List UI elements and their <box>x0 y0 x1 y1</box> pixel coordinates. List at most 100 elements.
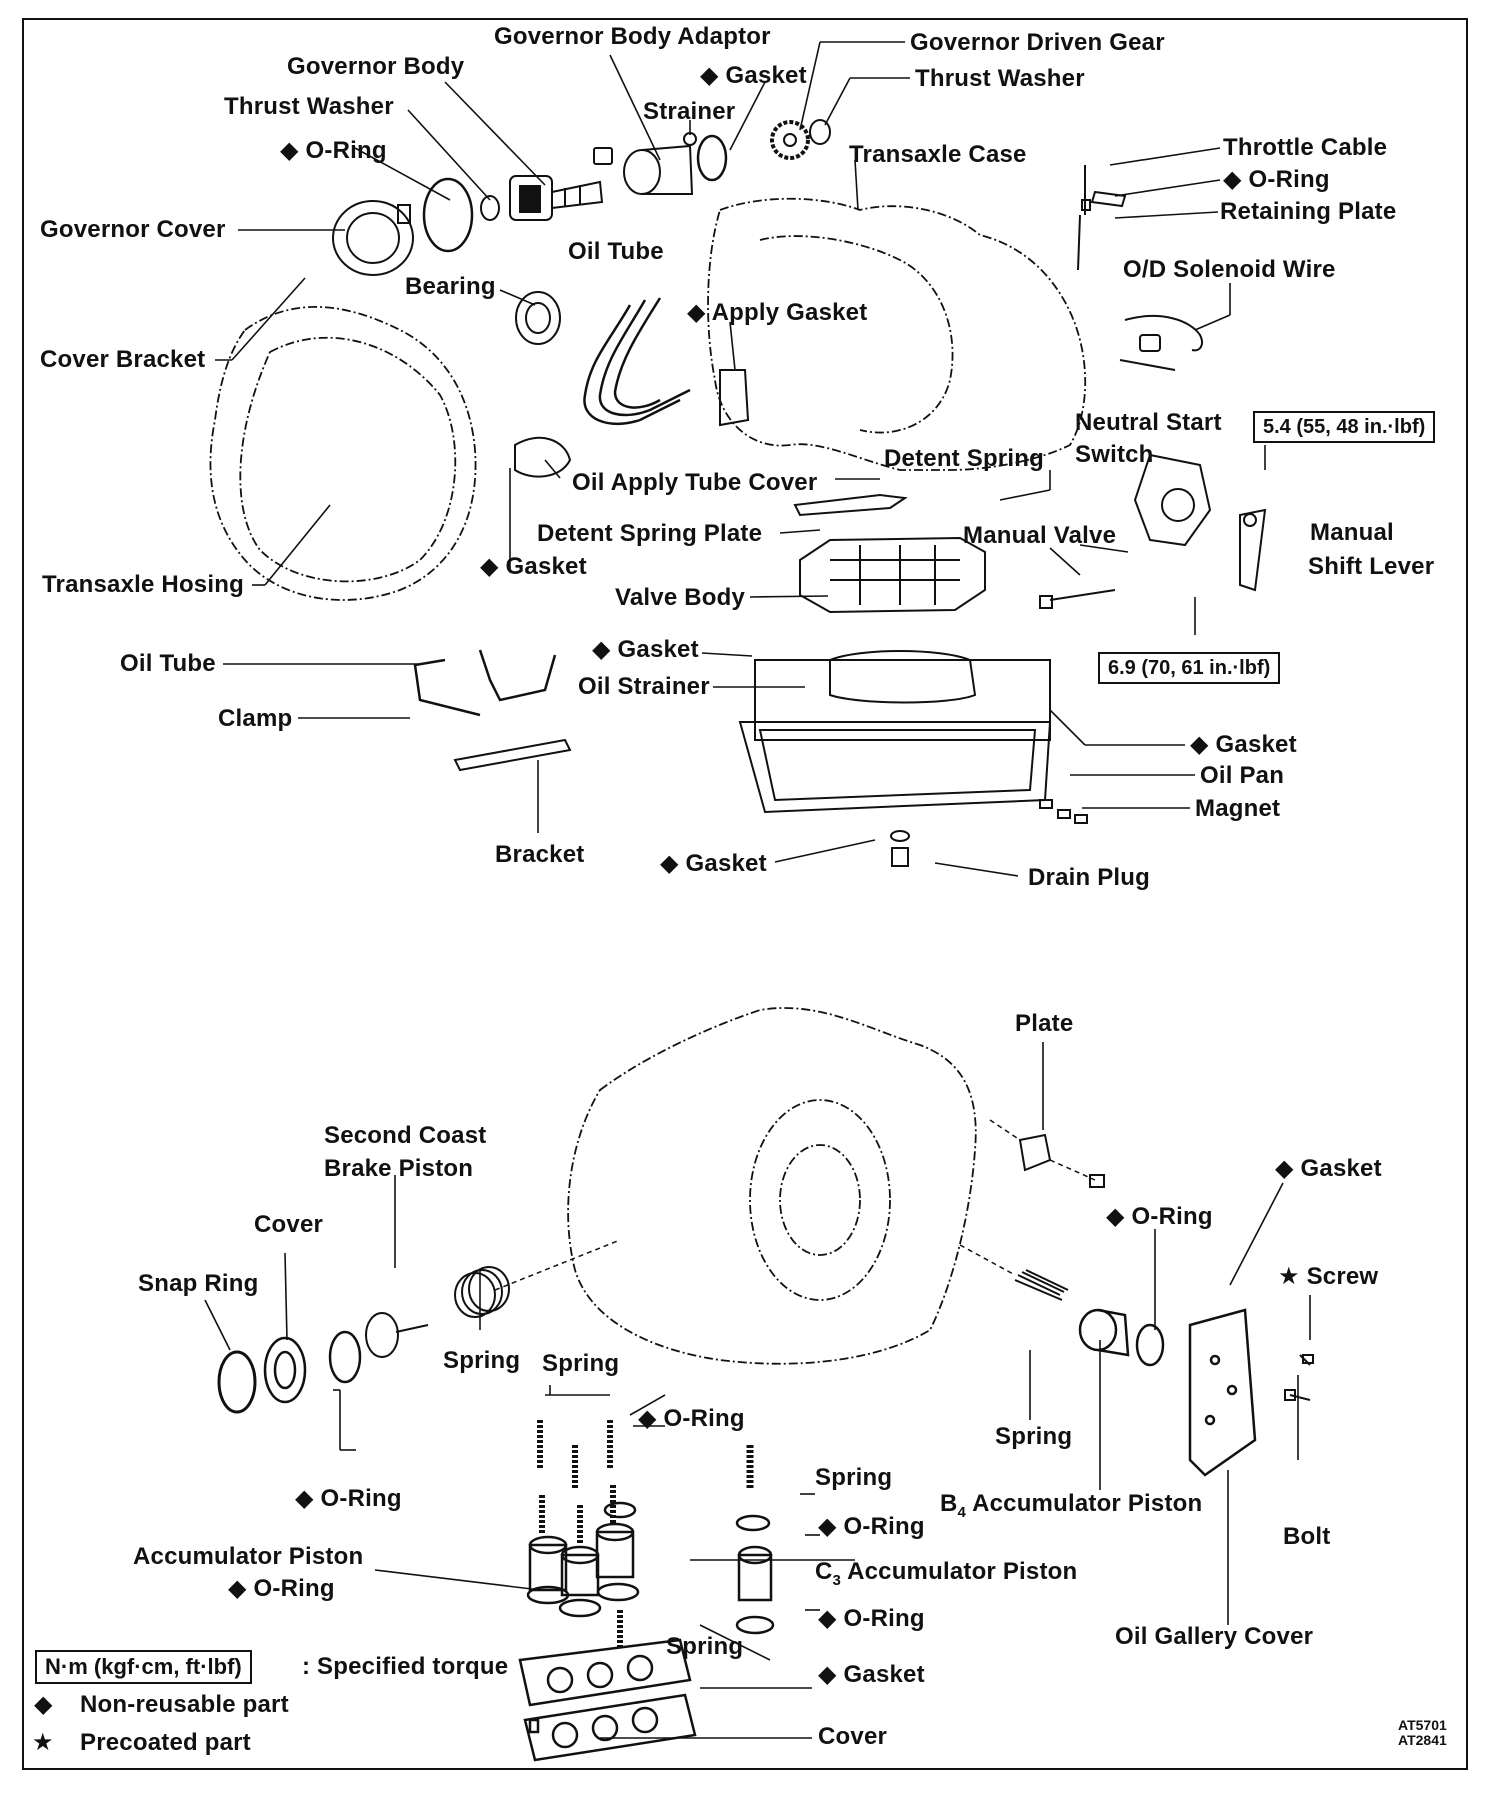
label-oil-pan: Oil Pan <box>1200 762 1285 789</box>
label-governor-driven-gear: Governor Driven Gear <box>910 29 1165 56</box>
oil-tube-mid-shape <box>413 649 557 717</box>
label-oil-tube-top: Oil Tube <box>568 238 664 265</box>
magnet-shapes <box>1039 799 1088 824</box>
label-governor-body-adaptor: Governor Body Adaptor <box>494 23 771 50</box>
label-drain-plug: Drain Plug <box>1028 864 1151 891</box>
label-manual-shift-2: Shift Lever <box>1308 553 1435 580</box>
label-oil-tube-mid: Oil Tube <box>120 650 216 677</box>
coast-cover-shape <box>263 1336 307 1404</box>
label-strainer: Strainer <box>643 98 736 125</box>
oil-pan-shape <box>738 721 1052 814</box>
b4-prefix: B <box>940 1490 958 1517</box>
label-throttle-cable: Throttle Cable <box>1223 134 1388 161</box>
b4-sub: 4 <box>957 1503 967 1521</box>
label-gasket-drain: ◆ Gasket <box>660 850 767 877</box>
label-magnet: Magnet <box>1195 795 1281 822</box>
oil-strainer-shape <box>829 650 977 704</box>
label-transaxle-case: Transaxle Case <box>849 141 1027 168</box>
label-plate: Plate <box>1015 1010 1074 1037</box>
figure-code-2: AT2841 <box>1398 1732 1447 1748</box>
legend-non-reusable-text: Non-reusable part <box>80 1691 289 1718</box>
cover-oring-shape <box>328 1330 362 1384</box>
c3-prefix: C <box>815 1558 833 1585</box>
legend-non-reusable-symbol: ◆ <box>34 1691 53 1718</box>
label-spring-group: Spring <box>542 1350 620 1377</box>
governor-adaptor-shape <box>593 144 694 195</box>
c3-parts-shape <box>735 1445 775 1635</box>
gasket-top-shape <box>696 134 728 182</box>
label-governor-body: Governor Body <box>287 53 465 80</box>
label-spring-bottom: Spring <box>666 1633 744 1660</box>
manual-valve-shape <box>1039 589 1116 609</box>
transaxle-housing-outline <box>209 306 477 601</box>
figure-codes: AT5701 AT2841 <box>1398 1718 1447 1748</box>
legend-precoated-text: Precoated part <box>80 1729 251 1756</box>
label-gasket-pan: ◆ Gasket <box>1190 731 1297 758</box>
detent-spring-shape <box>793 493 908 517</box>
b4-axis-dash <box>959 1244 1016 1276</box>
bottom-gasket-cover-shape <box>518 1638 697 1762</box>
retaining-plate-shape <box>1090 190 1127 208</box>
valve-gasket-shape <box>754 659 1051 741</box>
od-solenoid-wire-shape <box>1119 314 1203 371</box>
oring-governor-shape <box>422 177 474 253</box>
plate-shape <box>989 1119 1105 1188</box>
label-spring-b4: Spring <box>995 1423 1073 1450</box>
label-b4-accumulator: B4 Accumulator Piston <box>940 1492 1202 1520</box>
b4-piston-shape <box>1078 1308 1130 1357</box>
label-oring-cover: ◆ O-Ring <box>295 1485 402 1512</box>
apply-gasket-shape <box>719 369 750 427</box>
label-valve-body: Valve Body <box>615 584 746 611</box>
label-snap-ring: Snap Ring <box>138 1270 259 1297</box>
acc-pistons-shape <box>528 1522 635 1597</box>
label-oring-c3-top: ◆ O-Ring <box>818 1513 925 1540</box>
label-bearing: Bearing <box>405 273 496 300</box>
label-oring-group: ◆ O-Ring <box>638 1405 745 1432</box>
label-oring-c3-bottom: ◆ O-Ring <box>818 1605 925 1632</box>
label-governor-cover: Governor Cover <box>40 216 226 243</box>
neutral-start-switch-shape <box>1133 453 1212 547</box>
label-thrust-washer-right: Thrust Washer <box>915 65 1085 92</box>
label-retaining-plate: Retaining Plate <box>1220 198 1397 225</box>
driven-gear-shape <box>770 120 810 160</box>
coast-axis-dash <box>494 1239 621 1291</box>
label-neutral-start-1: Neutral Start <box>1075 409 1222 436</box>
coast-piston-shape <box>365 1312 429 1358</box>
governor-body-shape <box>509 175 604 221</box>
label-cover-top: Cover <box>254 1211 324 1238</box>
legend-precoated-symbol: ★ <box>32 1729 54 1756</box>
label-manual-shift-1: Manual <box>1310 519 1394 546</box>
label-second-coast-1: Second Coast <box>324 1122 487 1149</box>
label-neutral-start-2: Switch <box>1075 441 1154 468</box>
gallery-cover-shape <box>1188 1308 1257 1477</box>
label-apply-gasket: ◆ Apply Gasket <box>687 299 868 326</box>
legend-unit-box: N·m (kgf·cm, ft·lbf) <box>35 1650 252 1684</box>
label-oring-b4: ◆ O-Ring <box>1106 1203 1213 1230</box>
diagram-frame <box>22 18 1468 1770</box>
label-oil-gallery-cover: Oil Gallery Cover <box>1115 1623 1314 1650</box>
snap-ring-shape <box>217 1350 257 1414</box>
label-gasket-gallery: ◆ Gasket <box>1275 1155 1382 1182</box>
drain-plug-shape <box>890 830 910 867</box>
label-clamp: Clamp <box>218 705 293 732</box>
torque-manual-shift: 6.9 (70, 61 in.·lbf) <box>1098 652 1281 684</box>
label-gasket-left: ◆ Gasket <box>480 553 587 580</box>
governor-cover <box>332 200 414 276</box>
label-second-coast-2: Brake Piston <box>324 1155 474 1182</box>
label-gasket-bottom: ◆ Gasket <box>818 1661 925 1688</box>
manual-shift-lever-shape <box>1239 508 1267 592</box>
label-spring-coast: Spring <box>443 1347 521 1374</box>
strainer-shape <box>683 132 697 146</box>
label-manual-valve: Manual Valve <box>963 522 1117 549</box>
label-cover-bracket: Cover Bracket <box>40 346 206 373</box>
valve-body-shape <box>799 536 986 614</box>
bracket-shape <box>453 738 572 772</box>
thrust-washer-shape <box>480 195 500 221</box>
label-oil-strainer: Oil Strainer <box>578 673 710 700</box>
figure-code-1: AT5701 <box>1398 1717 1447 1733</box>
label-detent-spring-plate: Detent Spring Plate <box>537 520 763 547</box>
label-oring-throttle: ◆ O-Ring <box>1223 166 1330 193</box>
label-gasket-top: ◆ Gasket <box>700 62 807 89</box>
transaxle-case-bottom-outline <box>567 1007 977 1365</box>
